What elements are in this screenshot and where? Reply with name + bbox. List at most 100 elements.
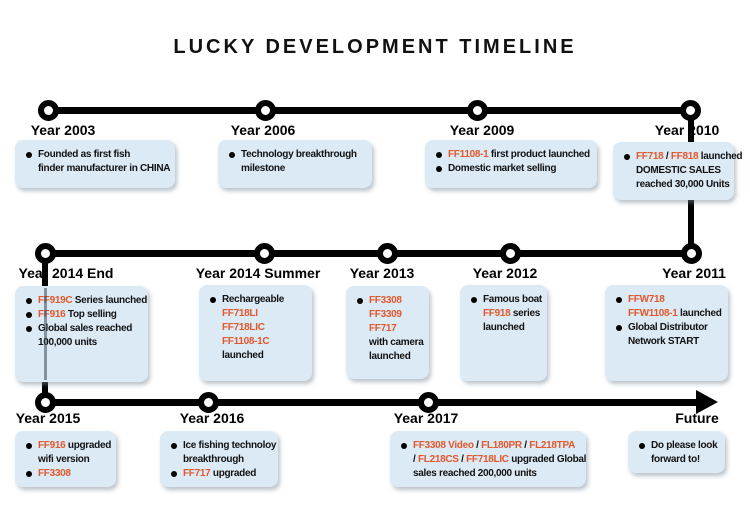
text-segment: Famous boat	[483, 294, 542, 305]
text-segment: FF718LI	[222, 308, 258, 319]
timeline-row-line	[43, 250, 694, 257]
text-segment: upgraded Global	[508, 454, 587, 465]
card-text-line: FF1108-1 first product launched	[435, 148, 593, 162]
bullet-item: FF1108-1 first product launched	[435, 148, 593, 162]
timeline-node	[198, 392, 219, 413]
text-segment: milestone	[241, 163, 285, 174]
timeline-node	[38, 100, 59, 121]
card-text-line: FF3308	[356, 294, 425, 308]
timeline-node	[254, 243, 275, 264]
timeline-node	[35, 392, 56, 413]
bullet-icon	[624, 154, 630, 160]
bullet-item: Founded as first fish finder manufacturer…	[25, 148, 171, 176]
event-card: Founded as first fish finder manufacturer…	[15, 140, 175, 188]
bullet-icon	[616, 297, 622, 303]
card-text-line: FF718LIC	[209, 321, 308, 335]
card-text-line: launched	[356, 350, 425, 364]
text-segment: Founded as first fish	[38, 149, 131, 160]
card-text-line: / FL218CS / FF718LIC upgraded Global	[400, 453, 586, 467]
event-card: Technology breakthrough milestone	[218, 140, 372, 188]
text-segment: Global Distributor	[628, 322, 708, 333]
timeline-node	[255, 100, 276, 121]
text-segment: first product launched	[488, 149, 590, 160]
bullet-icon	[616, 325, 622, 331]
event-year-label: Year 2009	[449, 122, 515, 138]
text-segment: FL218TPA	[529, 440, 576, 451]
bullet-icon	[229, 152, 235, 158]
card-text-line: Global sales reached	[25, 322, 144, 336]
bullet-item: FF3308	[25, 467, 112, 481]
card-text-line: 100,000 units	[25, 336, 144, 350]
timeline-row-line	[42, 399, 700, 406]
event-year-label: Year 2014 End	[18, 265, 114, 281]
text-segment: breakthrough	[183, 454, 244, 465]
text-segment: launched	[369, 351, 411, 362]
text-segment: wifi version	[38, 454, 90, 465]
text-segment: Domestic market selling	[448, 163, 557, 174]
card-text-line: Network START	[615, 335, 724, 349]
text-segment: finder manufacturer in CHINA	[38, 163, 171, 174]
timeline-node	[418, 392, 439, 413]
text-segment: FF718	[636, 151, 664, 162]
card-text-line: Rechargeable	[209, 293, 308, 307]
arrow-right-icon	[696, 390, 718, 414]
text-segment: FF818	[670, 151, 699, 162]
card-text-line: FF918 series	[470, 307, 543, 321]
text-segment: FF919C	[38, 295, 73, 306]
event-year-label: Year 2006	[230, 122, 296, 138]
timeline-node	[35, 243, 56, 264]
text-segment: FL218CS	[417, 454, 459, 465]
bullet-item: Technology breakthrough milestone	[228, 148, 368, 176]
text-segment: reached 30,000 Units	[636, 179, 730, 190]
text-segment: 100,000 units	[38, 337, 97, 348]
bullet-icon	[210, 297, 216, 303]
bullet-icon	[26, 443, 32, 449]
bullet-item: Global sales reached 100,000 units	[25, 322, 144, 350]
timeline-node	[500, 243, 521, 264]
text-segment: FF718LIC	[222, 322, 265, 333]
event-year-label: Year 2010	[654, 122, 720, 138]
text-segment: FL180PR	[481, 440, 522, 451]
event-year-label: Year 2012	[472, 265, 538, 281]
card-text-line: finder manufacturer in CHINA	[25, 162, 171, 176]
timeline-node	[680, 100, 701, 121]
text-segment: Technology breakthrough	[241, 149, 357, 160]
text-segment: Rechargeable	[222, 294, 284, 305]
bullet-icon	[26, 471, 32, 477]
timeline-node	[467, 100, 488, 121]
text-segment: /	[458, 454, 467, 465]
bullet-icon	[171, 443, 177, 449]
card-text-line: forward to!	[638, 453, 721, 467]
text-segment: Global sales reached	[38, 323, 133, 334]
event-year-label: Year 2016	[179, 410, 245, 426]
event-year-label: Year 2003	[30, 122, 96, 138]
card-text-line: DOMESTIC SALES	[623, 164, 730, 178]
text-segment: FF916	[38, 309, 66, 320]
text-segment: launched	[698, 151, 743, 162]
text-segment: FF3308	[369, 295, 402, 306]
text-segment: FF3309	[369, 309, 402, 320]
timeline-node	[377, 243, 398, 264]
card-text-line: FF717 upgraded	[170, 467, 274, 481]
text-segment: /	[413, 454, 418, 465]
text-segment: /	[663, 151, 671, 162]
card-text-line: FF718LI	[209, 307, 308, 321]
card-text-line: FF717	[356, 322, 425, 336]
card-text-line: breakthrough	[170, 453, 274, 467]
event-year-label: Year 2011	[662, 265, 726, 281]
